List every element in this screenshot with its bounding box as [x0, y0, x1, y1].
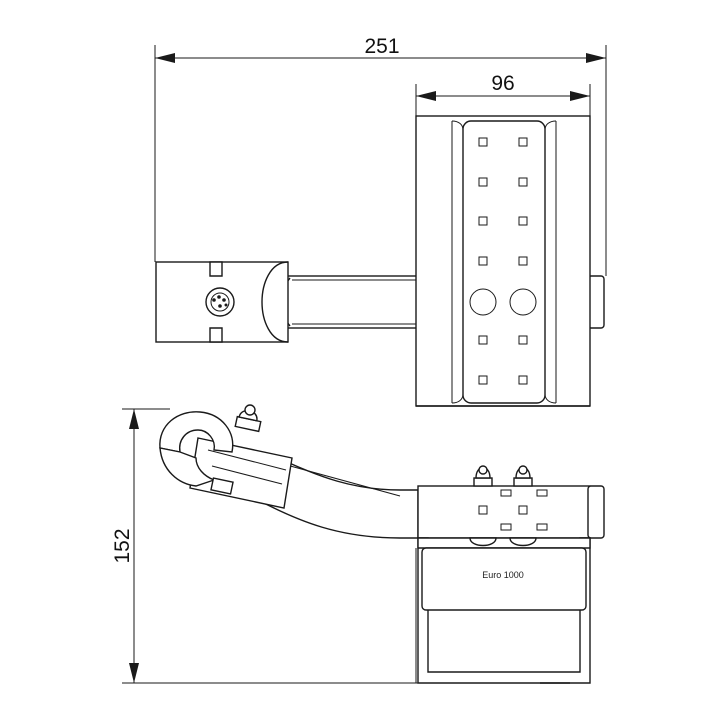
dimension-label-152: 152 [111, 528, 134, 563]
clamp-top-bolt-icon [234, 404, 262, 433]
side-nuts [469, 537, 537, 547]
plate-label: Euro 1000 [482, 570, 524, 580]
top-clamp-block [155, 261, 289, 343]
side-view: Euro 1000 [159, 404, 605, 684]
side-angled-arm [257, 454, 419, 539]
dimension-label-251: 251 [364, 35, 399, 58]
side-bolt-right-icon [513, 465, 533, 487]
dimension-label-96: 96 [491, 72, 514, 95]
dimension-height: 152 [111, 408, 418, 684]
dimension-overall-width: 251 [154, 35, 607, 276]
plate-slot-holes [478, 137, 528, 385]
clamp-bolt-icon [205, 287, 235, 317]
plate-round-hole-right [509, 288, 537, 316]
side-slot-holes [478, 489, 548, 531]
plate-round-hole-left [469, 288, 497, 316]
top-view [155, 115, 605, 407]
side-bracket: Euro 1000 [415, 537, 591, 684]
side-bolt-left-icon [473, 465, 493, 487]
dimension-plate-width: 96 [415, 72, 591, 116]
side-clamp [159, 404, 293, 509]
top-arm-tube [277, 275, 419, 329]
top-bracket-plate [415, 115, 591, 407]
